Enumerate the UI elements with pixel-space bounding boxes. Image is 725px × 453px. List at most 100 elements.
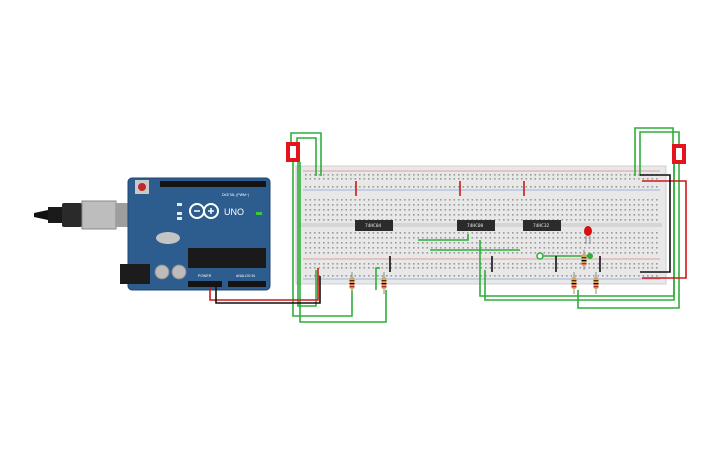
breadboard-hole	[417, 263, 420, 265]
breadboard-hole	[381, 178, 384, 180]
breadboard-hole	[305, 263, 307, 265]
breadboard-hole	[449, 219, 451, 221]
breadboard-hole	[503, 199, 505, 201]
breadboard-hole	[341, 247, 343, 249]
arduino-analog-label: ANALOG IN	[236, 274, 256, 278]
logic-chip-1[interactable]: 74HC04	[355, 220, 393, 231]
breadboard-hole	[413, 209, 415, 211]
breadboard-hole	[597, 178, 600, 180]
breadboard-hole	[408, 174, 411, 176]
breadboard-hole	[444, 263, 447, 265]
breadboard-hole	[642, 263, 645, 265]
led[interactable]	[584, 226, 592, 244]
breadboard-hole	[314, 219, 316, 221]
breadboard-hole	[642, 252, 645, 254]
breadboard-hole	[368, 242, 370, 244]
logic-chip-2[interactable]: 74HC08	[457, 220, 495, 231]
breadboard-hole	[525, 275, 528, 277]
breadboard-hole	[548, 237, 550, 239]
left-switch[interactable]	[286, 142, 300, 162]
breadboard-hole	[462, 275, 465, 277]
breadboard-hole	[516, 242, 519, 244]
breadboard-hole	[494, 174, 496, 176]
breadboard-hole	[647, 178, 649, 180]
breadboard-hole	[471, 209, 474, 211]
breadboard-hole	[350, 186, 352, 188]
breadboard-hole	[399, 209, 402, 211]
breadboard-hole	[507, 214, 510, 216]
breadboard-hole	[566, 174, 568, 176]
resistor-1[interactable]	[349, 272, 355, 294]
breadboard-hole	[602, 232, 604, 234]
breadboard-hole	[539, 186, 541, 188]
resistor-2[interactable]	[381, 272, 387, 294]
breadboard-hole	[651, 232, 654, 234]
breadboard-hole	[318, 178, 321, 180]
breadboard-hole	[435, 204, 438, 206]
breadboard-hole	[426, 252, 429, 254]
breadboard-hole	[404, 232, 406, 234]
breadboard-hole	[597, 247, 600, 249]
breadboard-hole	[566, 209, 568, 211]
breadboard-hole	[386, 237, 388, 239]
breadboard-hole	[399, 219, 402, 221]
breadboard-hole	[422, 174, 424, 176]
breadboard-hole	[597, 204, 600, 206]
breadboard-hole	[431, 232, 433, 234]
breadboard-hole	[494, 178, 496, 180]
breadboard-hole	[647, 263, 649, 265]
breadboard-hole	[318, 247, 321, 249]
breadboard-hole	[566, 237, 568, 239]
breadboard-hole	[521, 209, 523, 211]
breadboard-hole	[512, 186, 514, 188]
breadboard-hole	[638, 263, 640, 265]
breadboard-hole	[435, 174, 438, 176]
breadboard-hole	[431, 252, 433, 254]
breadboard-hole	[489, 263, 492, 265]
breadboard-hole	[633, 204, 636, 206]
breadboard-hole	[431, 209, 433, 211]
breadboard-hole	[543, 199, 546, 201]
breadboard-hole	[318, 242, 321, 244]
breadboard-hole	[327, 247, 330, 249]
breadboard-hole	[390, 178, 393, 180]
breadboard-hole	[471, 219, 474, 221]
breadboard-hole	[570, 209, 573, 211]
breadboard-hole	[345, 232, 348, 234]
breadboard-hole	[381, 275, 384, 277]
breadboard-hole	[399, 232, 402, 234]
breadboard-hole	[525, 199, 528, 201]
breadboard-hole	[588, 186, 591, 188]
resistor-5[interactable]	[593, 272, 599, 294]
breadboard-hole	[557, 263, 559, 265]
breadboard-hole	[332, 209, 334, 211]
breadboard-hole	[548, 267, 550, 269]
breadboard-hole	[336, 267, 339, 269]
resistor-3[interactable]	[581, 250, 587, 270]
breadboard-hole	[345, 242, 348, 244]
breadboard-hole	[431, 263, 433, 265]
breadboard-hole	[309, 186, 312, 188]
breadboard-hole	[593, 174, 595, 176]
breadboard-hole	[521, 219, 523, 221]
wire-endpoint[interactable]	[587, 253, 593, 259]
breadboard-hole	[408, 252, 411, 254]
breadboard-hole	[539, 237, 541, 239]
breadboard-hole	[602, 247, 604, 249]
breadboard-hole	[404, 186, 406, 188]
breadboard-hole	[323, 263, 325, 265]
breadboard-hole	[633, 232, 636, 234]
reset-button[interactable]	[138, 183, 146, 191]
breadboard-hole	[395, 232, 397, 234]
resistor-4[interactable]	[571, 272, 577, 294]
breadboard-hole	[467, 263, 469, 265]
logic-chip-3[interactable]: 74HC32	[523, 220, 561, 231]
breadboard-hole	[498, 178, 501, 180]
breadboard-hole	[377, 252, 379, 254]
breadboard-hole	[530, 242, 532, 244]
right-switch[interactable]	[672, 144, 686, 164]
breadboard-hole	[386, 204, 388, 206]
breadboard-hole	[624, 178, 627, 180]
arduino-uno-board[interactable]: UNO DIGITAL (PWM~) POWER ANALOG IN	[120, 177, 271, 291]
wire-endpoint[interactable]	[536, 252, 544, 260]
